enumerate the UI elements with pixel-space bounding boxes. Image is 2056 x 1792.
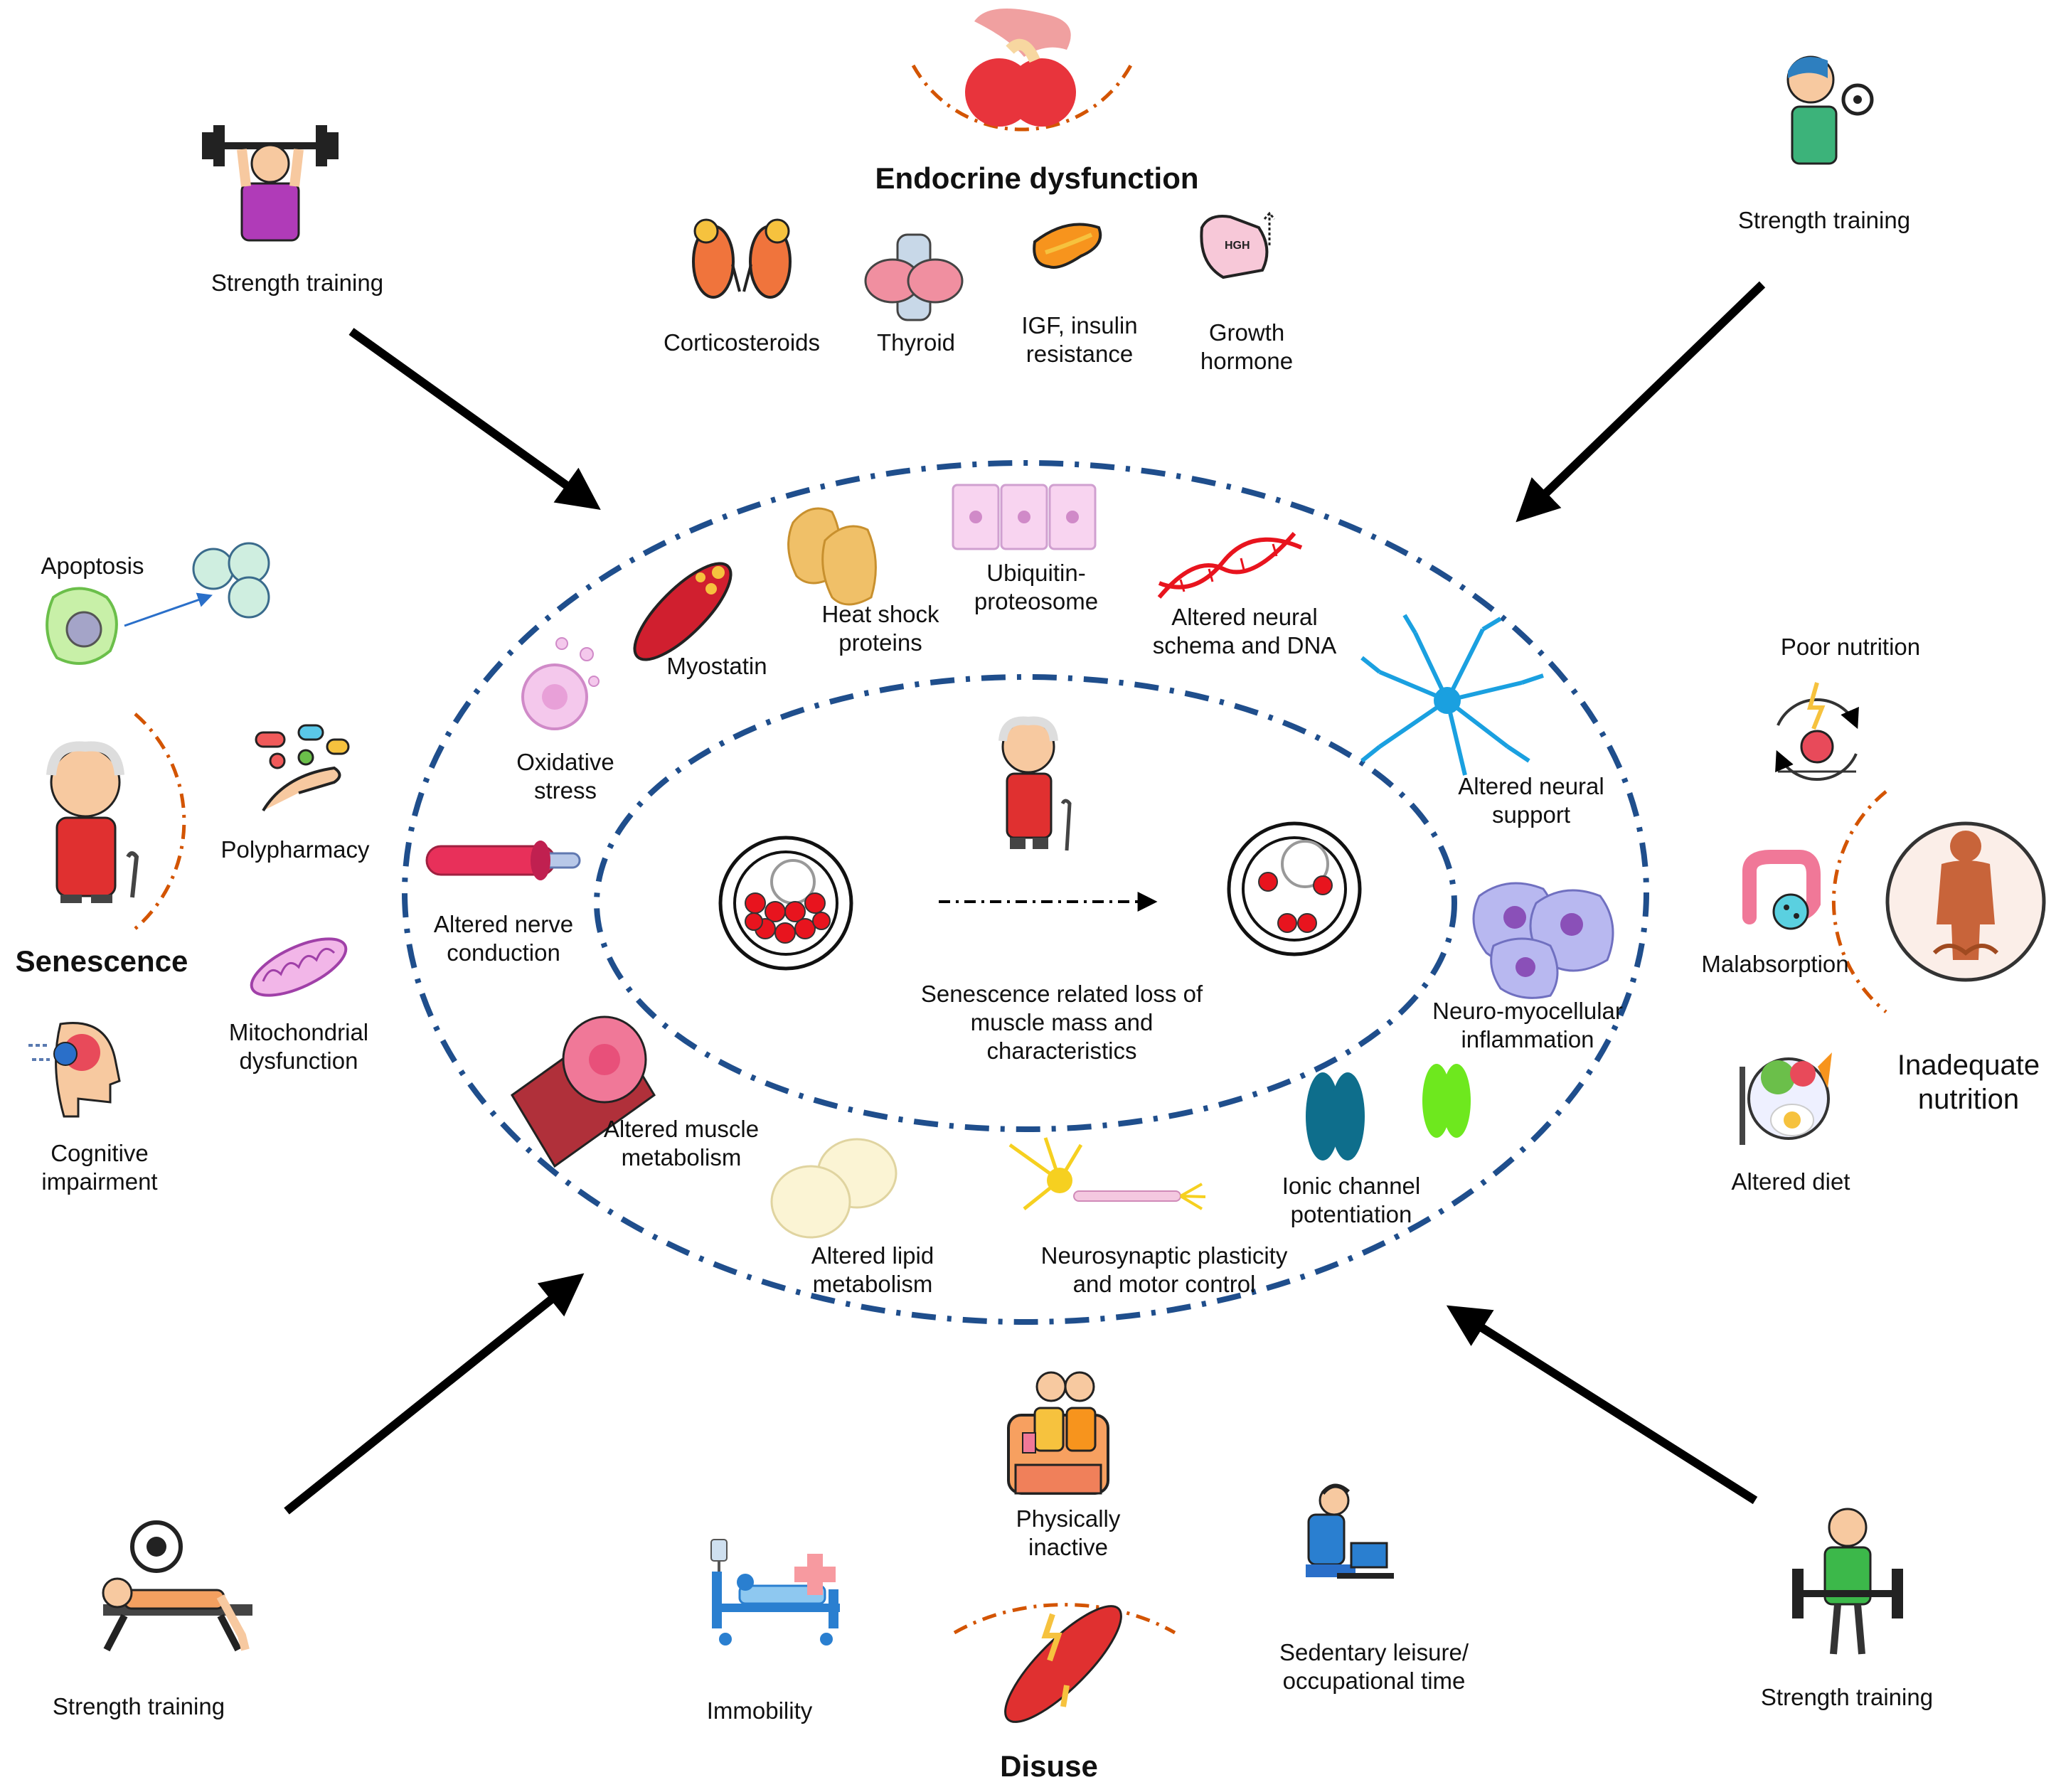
sedentary-worker-icon <box>1306 1483 1394 1579</box>
label-malabsorption: Malabsorption <box>1701 951 1849 977</box>
kidney-icon <box>692 218 792 299</box>
label-mitochondrial-dysfunction: Mitochondrial dysfunction <box>228 1019 369 1074</box>
growth-hormone-icon: HGH <box>1200 211 1276 279</box>
arrow-bottom-right <box>1446 1305 1758 1505</box>
header-senescence: Senescence <box>15 944 188 978</box>
arrow-bottom-left <box>284 1273 585 1515</box>
label-neuro-myocellular-inflammation: Neuro-myocellular inflammation <box>1432 998 1623 1052</box>
label-polypharmacy: Polypharmacy <box>220 836 370 863</box>
label-poor-nutrition: Poor nutrition <box>1780 634 1921 660</box>
elderly-man-center-icon <box>998 716 1072 851</box>
label-heat-shock-proteins: Heat shock proteins <box>821 601 939 656</box>
immobility-hospital-bed-icon <box>710 1539 840 1646</box>
label-strength-training-top-right: Strength training <box>1737 207 1911 233</box>
disuse-muscle-icon <box>1004 1605 1122 1723</box>
header-disuse: Disuse <box>1000 1749 1098 1783</box>
nerve-conduction-icon <box>425 841 581 880</box>
myostatin-muscle-icon <box>633 562 733 661</box>
label-strength-training-top-left: Strength training <box>211 270 384 296</box>
label-altered-diet: Altered diet <box>1731 1168 1850 1195</box>
mitochondria-icon <box>250 937 348 997</box>
label-physically-inactive: Physically inactive <box>1016 1505 1121 1560</box>
ion-channel-icon <box>1306 1064 1471 1161</box>
thyroid-icon <box>864 233 964 321</box>
label-immobility: Immobility <box>706 1697 813 1724</box>
label-strength-training-bottom-left: Strength training <box>52 1693 225 1719</box>
arc-nutrition <box>1831 790 1887 1013</box>
arc-endocrine <box>911 64 1133 132</box>
neuro-myocellular-cells-icon <box>1472 882 1614 999</box>
label-corticosteroids: Corticosteroids <box>663 329 821 356</box>
endocrine-organ-icon <box>965 9 1076 127</box>
muscle-cross-section-atrophied <box>1227 821 1362 956</box>
arc-disuse <box>953 1603 1176 1635</box>
elderly-man-icon <box>46 741 139 903</box>
label-growth-hormone: Growth hormone <box>1200 319 1294 374</box>
header-inadequate-nutrition: Inadequate nutrition <box>1897 1050 2040 1115</box>
label-altered-neural-support: Altered neural support <box>1458 773 1604 828</box>
label-center-caption: Senescence related loss of muscle mass a… <box>920 981 1203 1064</box>
motor-neuron-icon <box>1008 1137 1206 1210</box>
outer-ellipse <box>402 460 1649 1325</box>
label-altered-neural-schema-dna: Altered neural schema and DNA <box>1152 604 1337 658</box>
apoptosis-icon <box>46 542 270 665</box>
strength-training-top-right-icon <box>1786 55 1874 165</box>
altered-diet-icon <box>1740 1052 1832 1145</box>
label-thyroid: Thyroid <box>876 329 956 356</box>
label-strength-training-bottom-right: Strength training <box>1760 1684 1934 1710</box>
cognitive-impairment-icon <box>28 1022 121 1118</box>
header-endocrine-dysfunction: Endocrine dysfunction <box>875 161 1199 195</box>
dna-icon <box>1157 532 1303 599</box>
label-sedentary-time: Sedentary leisure/ occupational time <box>1279 1639 1469 1694</box>
label-altered-lipid-metabolism: Altered lipid metabolism <box>811 1242 934 1297</box>
arc-senescence <box>134 713 186 930</box>
pancreas-icon <box>1033 223 1102 269</box>
malabsorption-icon <box>1742 850 1821 930</box>
muscle-fiber-icon <box>511 1015 656 1168</box>
lipid-cells-icon <box>770 1138 897 1239</box>
svg-text:HGH: HGH <box>1225 240 1250 252</box>
polypharmacy-icon <box>255 724 350 812</box>
label-altered-nerve-conduction: Altered nerve conduction <box>433 911 574 966</box>
arrow-top-right <box>1516 281 1766 523</box>
label-oxidative-stress: Oxidative stress <box>516 749 614 804</box>
label-altered-muscle-metabolism: Altered muscle metabolism <box>603 1116 760 1170</box>
muscle-cross-section-healthy <box>718 836 853 971</box>
label-cognitive-impairment: Cognitive impairment <box>41 1140 158 1195</box>
label-igf-insulin-resistance: IGF, insulin resistance <box>1021 312 1138 367</box>
malnutrition-person-icon <box>1885 821 2046 982</box>
strength-training-bottom-left-icon <box>102 1520 252 1652</box>
ubiquitin-cells-icon <box>952 484 1097 550</box>
label-neurosynaptic-plasticity: Neurosynaptic plasticity and motor contr… <box>1040 1242 1288 1297</box>
physically-inactive-icon <box>1007 1371 1109 1495</box>
heat-shock-proteins-icon <box>787 507 877 606</box>
oxidative-stress-icon <box>521 637 600 730</box>
inner-ellipse <box>594 674 1457 1132</box>
label-myostatin: Myostatin <box>666 653 767 679</box>
poor-nutrition-icon <box>1775 682 1859 782</box>
strength-training-bottom-right-icon <box>1792 1508 1903 1655</box>
arrow-top-left <box>348 328 601 510</box>
label-ubiquitin-proteosome: Ubiquitin- proteosome <box>974 560 1099 614</box>
label-apoptosis: Apoptosis <box>41 553 144 579</box>
label-ionic-channel-potentiation: Ionic channel potentiation <box>1282 1173 1421 1227</box>
strength-training-top-left-icon <box>202 125 339 242</box>
neuron-icon <box>1360 614 1544 776</box>
